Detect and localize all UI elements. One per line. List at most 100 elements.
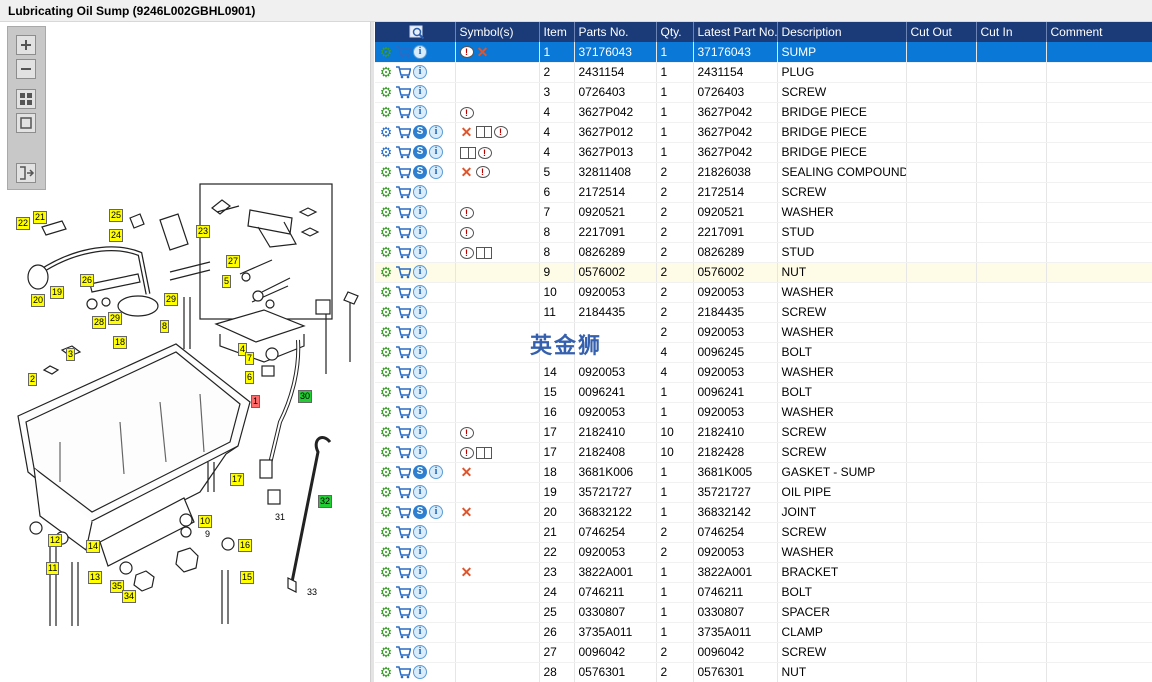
diagram-callout[interactable]: 13 [88, 571, 103, 584]
diagram-callout[interactable]: 18 [113, 336, 128, 349]
cart-icon[interactable] [395, 305, 412, 319]
gear-icon[interactable]: ⚙ [379, 104, 393, 121]
book-icon[interactable] [459, 146, 476, 159]
info-icon[interactable]: i [413, 565, 427, 580]
note-bubble-icon[interactable]: ! [459, 206, 474, 219]
supersession-icon[interactable]: S [413, 145, 427, 160]
book-icon[interactable] [475, 246, 492, 259]
cart-icon[interactable] [395, 325, 412, 339]
find-icon[interactable] [409, 24, 425, 40]
column-header-symbols[interactable]: Symbol(s) [455, 22, 540, 42]
gears-icon[interactable]: ⚙ [379, 144, 393, 161]
diagram-callout[interactable]: 23 [196, 225, 211, 238]
gear-icon[interactable]: ⚙ [379, 444, 393, 461]
info-icon[interactable]: i [413, 525, 427, 540]
gear-icon[interactable]: ⚙ [379, 464, 393, 481]
cart-icon[interactable] [395, 285, 412, 299]
column-header-latest-part-no[interactable]: Latest Part No. [693, 22, 778, 42]
info-icon[interactable]: i [413, 65, 427, 80]
cart-icon[interactable] [395, 585, 412, 599]
supersession-icon[interactable]: S [413, 165, 427, 180]
gear-icon[interactable]: ⚙ [379, 384, 393, 401]
info-icon[interactable]: i [413, 385, 427, 400]
book-icon[interactable] [475, 126, 492, 139]
gear-icon[interactable]: ⚙ [379, 564, 393, 581]
info-icon[interactable]: i [413, 485, 427, 500]
diagram-callout[interactable]: 9 [205, 529, 211, 539]
column-header-cut-in[interactable]: Cut In [976, 22, 1047, 42]
diagram-callout[interactable]: 3 [66, 348, 76, 361]
diagram-callout[interactable]: 14 [86, 540, 101, 553]
diagram-callout[interactable]: 21 [33, 211, 48, 224]
diagram-callout[interactable]: 25 [109, 209, 124, 222]
cart-icon[interactable] [395, 525, 412, 539]
info-icon[interactable]: i [413, 445, 427, 460]
diagram-callout[interactable]: 34 [122, 590, 137, 603]
gear-icon[interactable]: ⚙ [379, 424, 393, 441]
gears-icon[interactable]: ⚙ [379, 124, 393, 141]
cart-icon[interactable] [395, 65, 412, 79]
diagram-callout[interactable]: 22 [16, 217, 31, 230]
diagram-callout[interactable]: 24 [109, 229, 124, 242]
gear-icon[interactable]: ⚙ [379, 84, 393, 101]
diagram-callout[interactable]: 28 [92, 316, 107, 329]
diagram-callout[interactable]: 35 [110, 580, 125, 593]
info-icon[interactable]: i [413, 185, 427, 200]
gear-icon[interactable]: ⚙ [379, 524, 393, 541]
diagram-callout[interactable]: 7 [245, 352, 255, 365]
info-icon[interactable]: i [413, 345, 427, 360]
info-icon[interactable]: i [413, 305, 427, 320]
cart-icon[interactable] [395, 105, 412, 119]
diagram-callout[interactable]: 8 [160, 320, 170, 333]
info-icon[interactable]: i [413, 245, 427, 260]
info-icon[interactable]: i [413, 105, 427, 120]
note-bubble-icon[interactable]: ! [459, 446, 474, 459]
column-header-parts-no[interactable]: Parts No. [574, 22, 657, 42]
note-bubble-icon[interactable]: ! [459, 426, 474, 439]
diagram-callout[interactable]: 2 [28, 373, 38, 386]
diagram-callout[interactable]: 17 [230, 473, 245, 486]
diagram-callout[interactable]: 26 [80, 274, 95, 287]
cart-icon[interactable] [395, 145, 412, 159]
info-icon[interactable]: i [413, 225, 427, 240]
column-header-cut-out[interactable]: Cut Out [906, 22, 977, 42]
gear-icon[interactable]: ⚙ [379, 624, 393, 641]
gear-icon[interactable]: ⚙ [379, 184, 393, 201]
supersession-icon[interactable]: S [413, 505, 427, 520]
gear-icon[interactable]: ⚙ [379, 324, 393, 341]
diagram-callout[interactable]: 10 [198, 515, 213, 528]
cart-icon[interactable] [395, 545, 412, 559]
cart-icon[interactable] [395, 365, 412, 379]
info-icon[interactable]: i [413, 365, 427, 380]
info-icon[interactable]: i [429, 505, 443, 520]
diagram-callout[interactable]: 20 [31, 294, 46, 307]
cart-icon[interactable] [395, 645, 412, 659]
gear-icon[interactable]: ⚙ [379, 584, 393, 601]
x-icon[interactable]: ✕ [460, 504, 473, 521]
x-icon[interactable]: ✕ [460, 464, 473, 481]
cart-icon[interactable] [395, 225, 412, 239]
info-icon[interactable]: i [429, 165, 443, 180]
gear-icon[interactable]: ⚙ [379, 44, 393, 61]
panel-splitter[interactable] [370, 22, 374, 682]
x-icon[interactable]: ✕ [476, 44, 489, 61]
diagram-callout[interactable]: 27 [226, 255, 241, 268]
cart-icon[interactable] [395, 445, 412, 459]
note-bubble-icon[interactable]: ! [475, 166, 490, 179]
gear-icon[interactable]: ⚙ [379, 284, 393, 301]
info-icon[interactable]: i [413, 585, 427, 600]
info-icon[interactable]: i [429, 145, 443, 160]
gear-icon[interactable]: ⚙ [379, 664, 393, 681]
info-icon[interactable]: i [413, 285, 427, 300]
cart-icon[interactable] [395, 625, 412, 639]
gear-icon[interactable]: ⚙ [379, 244, 393, 261]
